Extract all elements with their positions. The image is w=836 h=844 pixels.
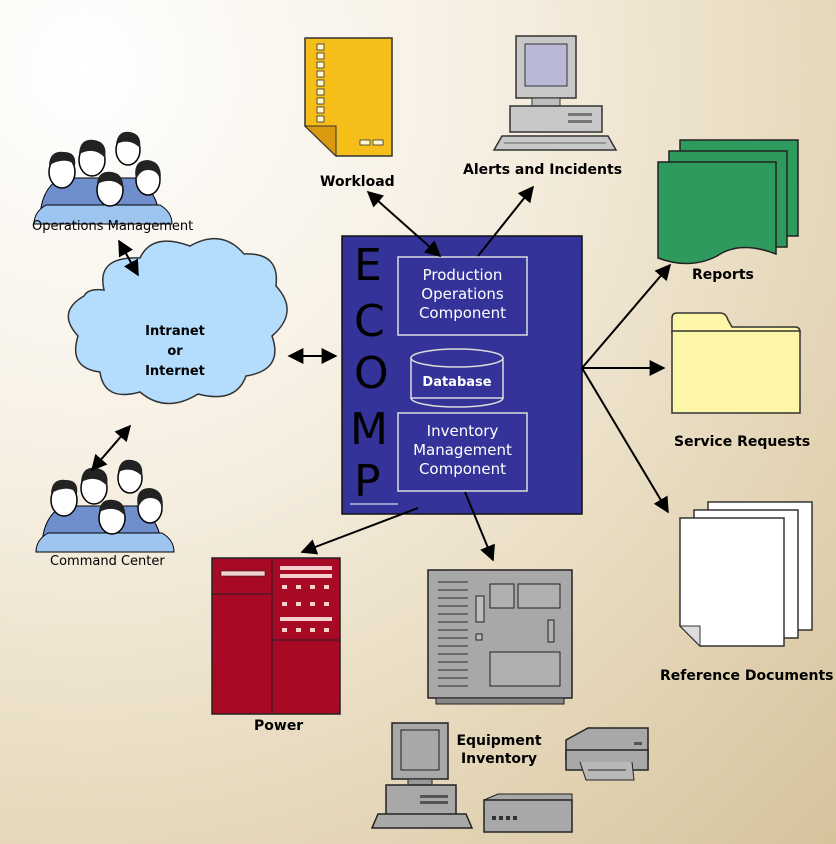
inventory-line-2: Management	[413, 441, 512, 459]
computer-icon	[370, 722, 474, 829]
production-line-3: Component	[418, 304, 507, 322]
equipment-label-line-2: Inventory	[460, 751, 538, 767]
production-operations-component: Production Operations Component	[398, 266, 527, 323]
reports-label: Reports	[692, 267, 754, 283]
ecomp-box	[341, 235, 583, 515]
computer-icon	[492, 35, 618, 151]
ecomp-letter-o: O	[354, 348, 389, 399]
cloud-label-line-1: Intranet	[145, 324, 205, 339]
cloud-label-line-3: Internet	[145, 364, 205, 379]
operations-management-label: Operations Management	[32, 219, 194, 234]
inventory-line-1: Inventory	[426, 422, 499, 440]
service-requests-label: Service Requests	[674, 434, 811, 450]
reference-documents-label: Reference Documents	[660, 668, 834, 684]
production-line-2: Operations	[421, 285, 504, 303]
ecomp-letter-p: P	[354, 456, 381, 507]
modem-icon	[483, 793, 573, 833]
mainframe-icon	[427, 569, 573, 705]
ecomp-letter-e: E	[354, 240, 382, 291]
people-icon	[33, 131, 175, 553]
command-center-label: Command Center	[50, 554, 165, 569]
cloud-label: Intranet or Internet	[130, 322, 220, 382]
cloud-label-line-2: or	[167, 344, 183, 359]
workload-label: Workload	[320, 174, 395, 190]
power-label: Power	[254, 718, 304, 734]
equipment-inventory-label: Equipment Inventory	[454, 732, 544, 768]
cloud-icon	[67, 237, 288, 405]
inventory-line-3: Component	[418, 460, 507, 478]
inventory-management-component: Inventory Management Component	[398, 422, 527, 479]
printer-icon	[565, 727, 649, 781]
report-stack-icon	[657, 139, 799, 265]
ecomp-letter-m: M	[350, 404, 388, 455]
production-line-1: Production	[422, 266, 503, 284]
folder-icon	[671, 312, 801, 414]
equipment-label-line-1: Equipment	[456, 733, 542, 749]
ecomp-letter-c: C	[354, 296, 385, 347]
connector-arrows	[90, 185, 672, 562]
database-label: Database	[422, 375, 492, 390]
alerts-label: Alerts and Incidents	[463, 162, 623, 178]
server-rack-icon	[211, 557, 341, 715]
document-stack-icon	[678, 501, 813, 648]
checklist-document-icon	[303, 37, 393, 158]
